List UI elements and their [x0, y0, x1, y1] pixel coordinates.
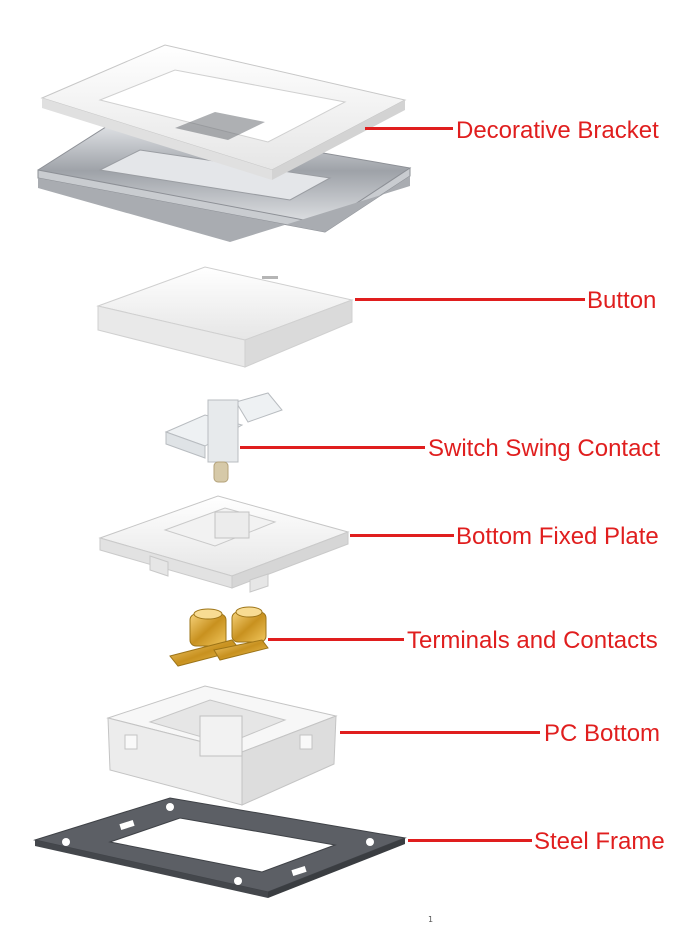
label-decorative-bracket: Decorative Bracket — [456, 117, 659, 144]
label-bottom-fixed-plate: Bottom Fixed Plate — [456, 523, 659, 550]
leader-pc-bottom — [340, 731, 540, 734]
leader-terminals-and-contacts — [268, 638, 404, 641]
leader-steel-frame — [408, 839, 532, 842]
leader-switch-swing-contact — [240, 446, 425, 449]
label-switch-swing-contact: Switch Swing Contact — [428, 435, 661, 462]
steel-frame-part — [33, 797, 407, 898]
label-button: Button — [587, 287, 657, 314]
leader-button — [355, 298, 585, 301]
swing-contact-part — [164, 392, 283, 483]
fixed-plate-part — [98, 495, 350, 593]
button-part — [96, 266, 354, 368]
page-mark: 1 — [428, 915, 434, 924]
label-steel-frame: Steel Frame — [534, 828, 665, 855]
decorative-bracket-part — [37, 44, 412, 242]
leader-decorative-bracket — [365, 127, 453, 130]
label-pc-bottom: PC Bottom — [544, 720, 661, 747]
label-terminals-and-contacts: Terminals and Contacts — [407, 627, 658, 654]
leader-bottom-fixed-plate — [350, 534, 454, 537]
terminals-part — [169, 606, 269, 667]
pc-bottom-part — [106, 685, 338, 806]
